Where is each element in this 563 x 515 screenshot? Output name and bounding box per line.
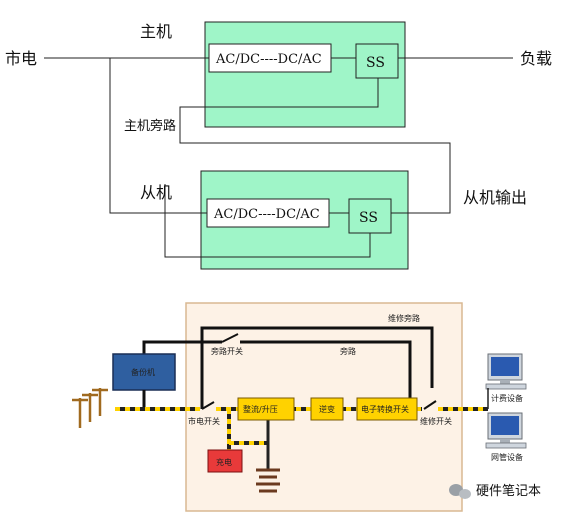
inverter-label: 逆变 bbox=[319, 404, 335, 414]
power-pole-icon bbox=[72, 388, 108, 428]
mains-label: 市电 bbox=[5, 49, 37, 68]
host-bypass-line bbox=[179, 78, 451, 214]
slave-ss-box bbox=[348, 198, 392, 234]
host-bypass-label: 主机旁路 bbox=[124, 118, 176, 134]
bypass-switch-blade bbox=[221, 333, 239, 343]
host-converter-label: AC/DC----DC/AC bbox=[215, 52, 322, 67]
slave-output-label: 从机输出 bbox=[463, 188, 527, 207]
rectifier-label: 整流/升压 bbox=[243, 404, 278, 414]
watermark: 硬件笔记本 bbox=[449, 483, 541, 499]
bypass-label: 旁路 bbox=[340, 346, 356, 356]
slave-ss-label: SS bbox=[359, 210, 378, 226]
maintenance-switch-blade bbox=[423, 400, 437, 410]
battery-ground-icon bbox=[256, 468, 280, 493]
bottom-labels: 维修旁路 旁路开关 旁路 备份机 整流/升压 逆变 电子转换开关 市电开关 维修… bbox=[131, 313, 523, 467]
maintenance-switch-label: 维修开关 bbox=[420, 416, 452, 426]
maintenance-bypass-label: 维修旁路 bbox=[388, 313, 420, 323]
bottom-diagram bbox=[72, 302, 527, 512]
backup-unit bbox=[112, 353, 176, 391]
mains-switch-label: 市电开关 bbox=[188, 416, 220, 426]
slave-label: 从机 bbox=[140, 183, 172, 202]
host-converter-box bbox=[208, 43, 332, 73]
device-2-label: 网管设备 bbox=[491, 452, 523, 462]
rectifier-module bbox=[237, 397, 295, 421]
maintenance-bypass-line bbox=[200, 326, 434, 409]
inverter-module bbox=[310, 397, 344, 421]
electronic-switch-module bbox=[356, 397, 418, 421]
backup-label: 备份机 bbox=[131, 367, 155, 377]
battery-module bbox=[207, 449, 243, 473]
computer-icon bbox=[485, 412, 527, 449]
slave-feed-line bbox=[109, 58, 207, 214]
bypass-switch-label: 旁路开关 bbox=[211, 346, 243, 356]
electronic-switch-label: 电子转换开关 bbox=[361, 404, 409, 414]
bypass-line-right bbox=[240, 340, 412, 402]
watermark-text: 硬件笔记本 bbox=[476, 483, 541, 499]
computer-icon bbox=[485, 353, 527, 390]
host-ss-box bbox=[355, 43, 399, 79]
host-label: 主机 bbox=[140, 22, 172, 41]
top-labels: 市电 负载 主机 AC/DC----DC/AC SS 主机旁路 从机 AC/DC… bbox=[5, 22, 552, 226]
mains-switch-blade bbox=[201, 401, 215, 410]
device-1-label: 计费设备 bbox=[491, 393, 523, 403]
slave-converter-label: AC/DC----DC/AC bbox=[213, 207, 320, 222]
top-diagram bbox=[44, 21, 513, 270]
slave-bypass-line bbox=[164, 184, 371, 258]
load-label: 负载 bbox=[520, 49, 552, 68]
slave-converter-box bbox=[206, 198, 330, 228]
battery-label: 充电 bbox=[216, 457, 232, 467]
wechat-icon bbox=[449, 484, 471, 499]
host-ss-label: SS bbox=[366, 55, 385, 71]
